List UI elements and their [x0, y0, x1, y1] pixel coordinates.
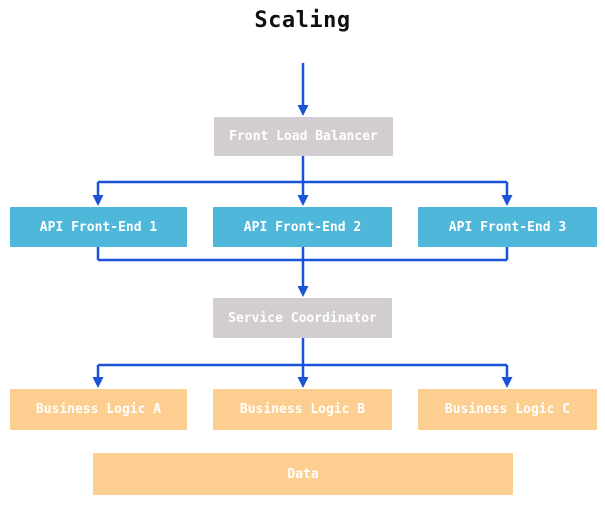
edge-top-to-load-balancer	[297, 63, 309, 116]
node-business-logic-c: Business Logic C	[418, 389, 597, 430]
node-api-front-end-2: API Front-End 2	[213, 207, 392, 247]
node-data: Data	[93, 453, 513, 495]
node-business-logic-a: Business Logic A	[10, 389, 187, 430]
edge-load-balancer-to-api-front-ends	[92, 156, 513, 206]
node-front-load-balancer: Front Load Balancer	[214, 117, 393, 156]
node-api-front-end-3: API Front-End 3	[418, 207, 597, 247]
edge-service-coordinator-to-business-logic	[92, 338, 513, 388]
edge-api-front-ends-to-service-coordinator	[96, 247, 509, 297]
node-service-coordinator: Service Coordinator	[213, 298, 392, 338]
node-api-front-end-1: API Front-End 1	[10, 207, 187, 247]
node-business-logic-b: Business Logic B	[213, 389, 392, 430]
diagram-title: Scaling	[254, 8, 351, 33]
